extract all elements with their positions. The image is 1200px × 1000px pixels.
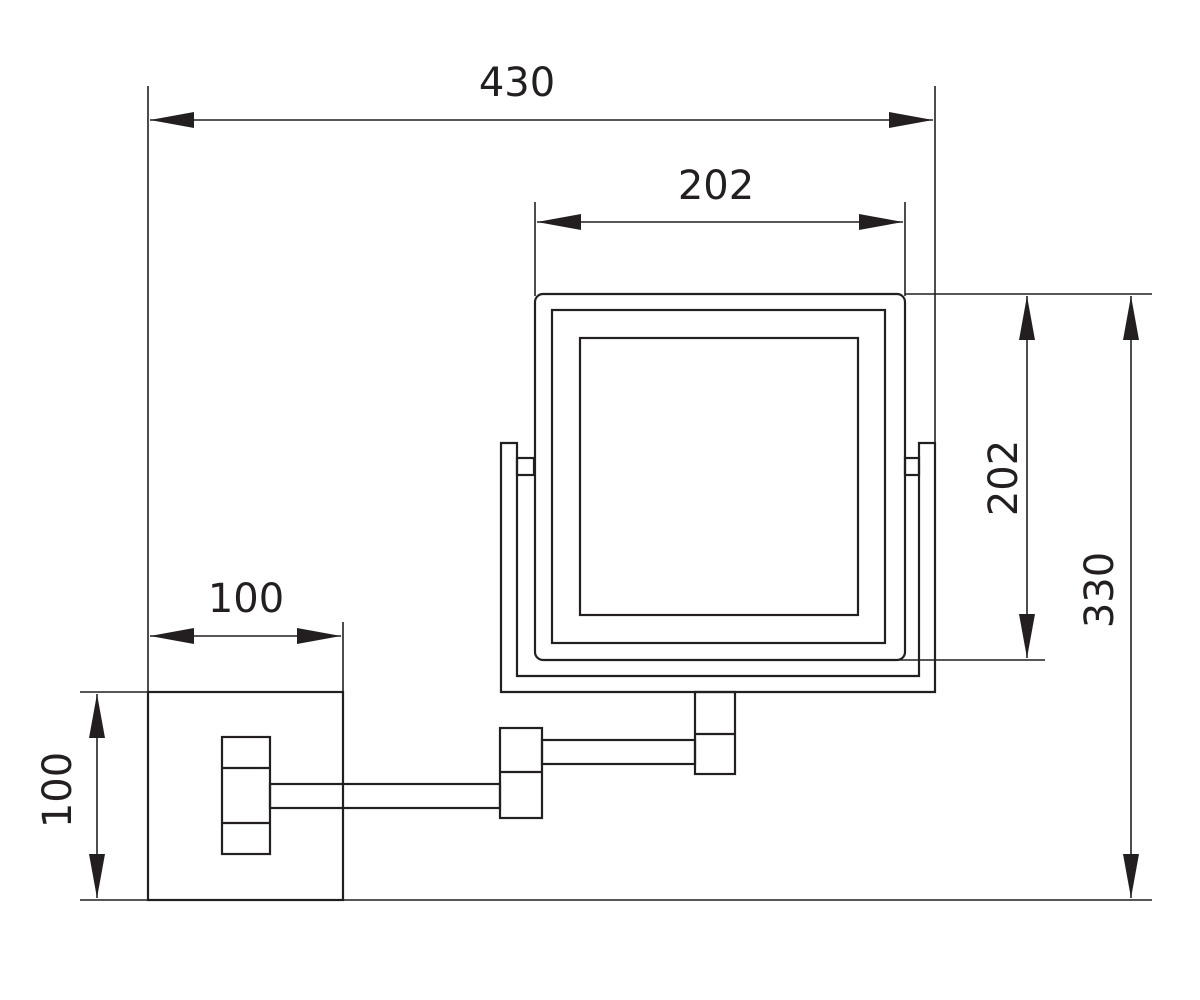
dimension-total-height: 330 xyxy=(1077,296,1139,898)
wall-hinge xyxy=(220,735,272,856)
wall-hinge-body xyxy=(220,735,272,856)
dimension-label-mirror-width: 202 xyxy=(678,163,754,209)
mirror-frame-outer xyxy=(533,292,907,662)
arrowhead-right xyxy=(297,628,341,644)
arrowhead-left xyxy=(150,628,194,644)
arrowhead-top xyxy=(1123,296,1139,340)
upper-arm-bar xyxy=(540,738,697,766)
arrowhead-right xyxy=(889,112,933,128)
mirror-frame-inner xyxy=(550,308,887,645)
mirror xyxy=(533,292,907,662)
dimension-label-total-height: 330 xyxy=(1077,552,1123,628)
lower-arm xyxy=(268,782,502,810)
mirror-yoke xyxy=(499,441,937,694)
arrowhead-bottom xyxy=(1019,614,1035,658)
dimension-label-total-width: 430 xyxy=(479,60,555,106)
mirror-glass xyxy=(578,336,860,617)
arrowhead-bottom xyxy=(89,854,105,898)
arrowhead-top xyxy=(1019,296,1035,340)
yoke-outline xyxy=(499,441,937,694)
dimension-mirror-height: 202 xyxy=(981,296,1035,658)
dimension-label-mirror-height: 202 xyxy=(981,440,1027,516)
dimension-label-base-width: 100 xyxy=(208,576,284,622)
arrowhead-bottom xyxy=(1123,854,1139,898)
middle-hinge xyxy=(498,726,544,820)
dimension-base-width: 100 xyxy=(150,576,341,644)
arrowhead-left xyxy=(150,112,194,128)
wall-base-plate xyxy=(146,690,345,902)
mirror-neck xyxy=(693,690,737,776)
dimension-total-width: 430 xyxy=(150,60,933,128)
upper-arm xyxy=(540,738,697,766)
dimension-mirror-width: 202 xyxy=(537,163,903,230)
dimension-base-height: 100 xyxy=(35,694,105,898)
base-plate-outline xyxy=(146,690,345,902)
lower-arm-bar xyxy=(268,782,502,810)
pivot-knob-right xyxy=(903,456,921,477)
arrowhead-left xyxy=(537,214,581,230)
dimension-label-base-height: 100 xyxy=(35,752,81,828)
arrowhead-top xyxy=(89,694,105,738)
pivot-knob-left xyxy=(515,456,536,477)
arrowhead-right xyxy=(859,214,903,230)
